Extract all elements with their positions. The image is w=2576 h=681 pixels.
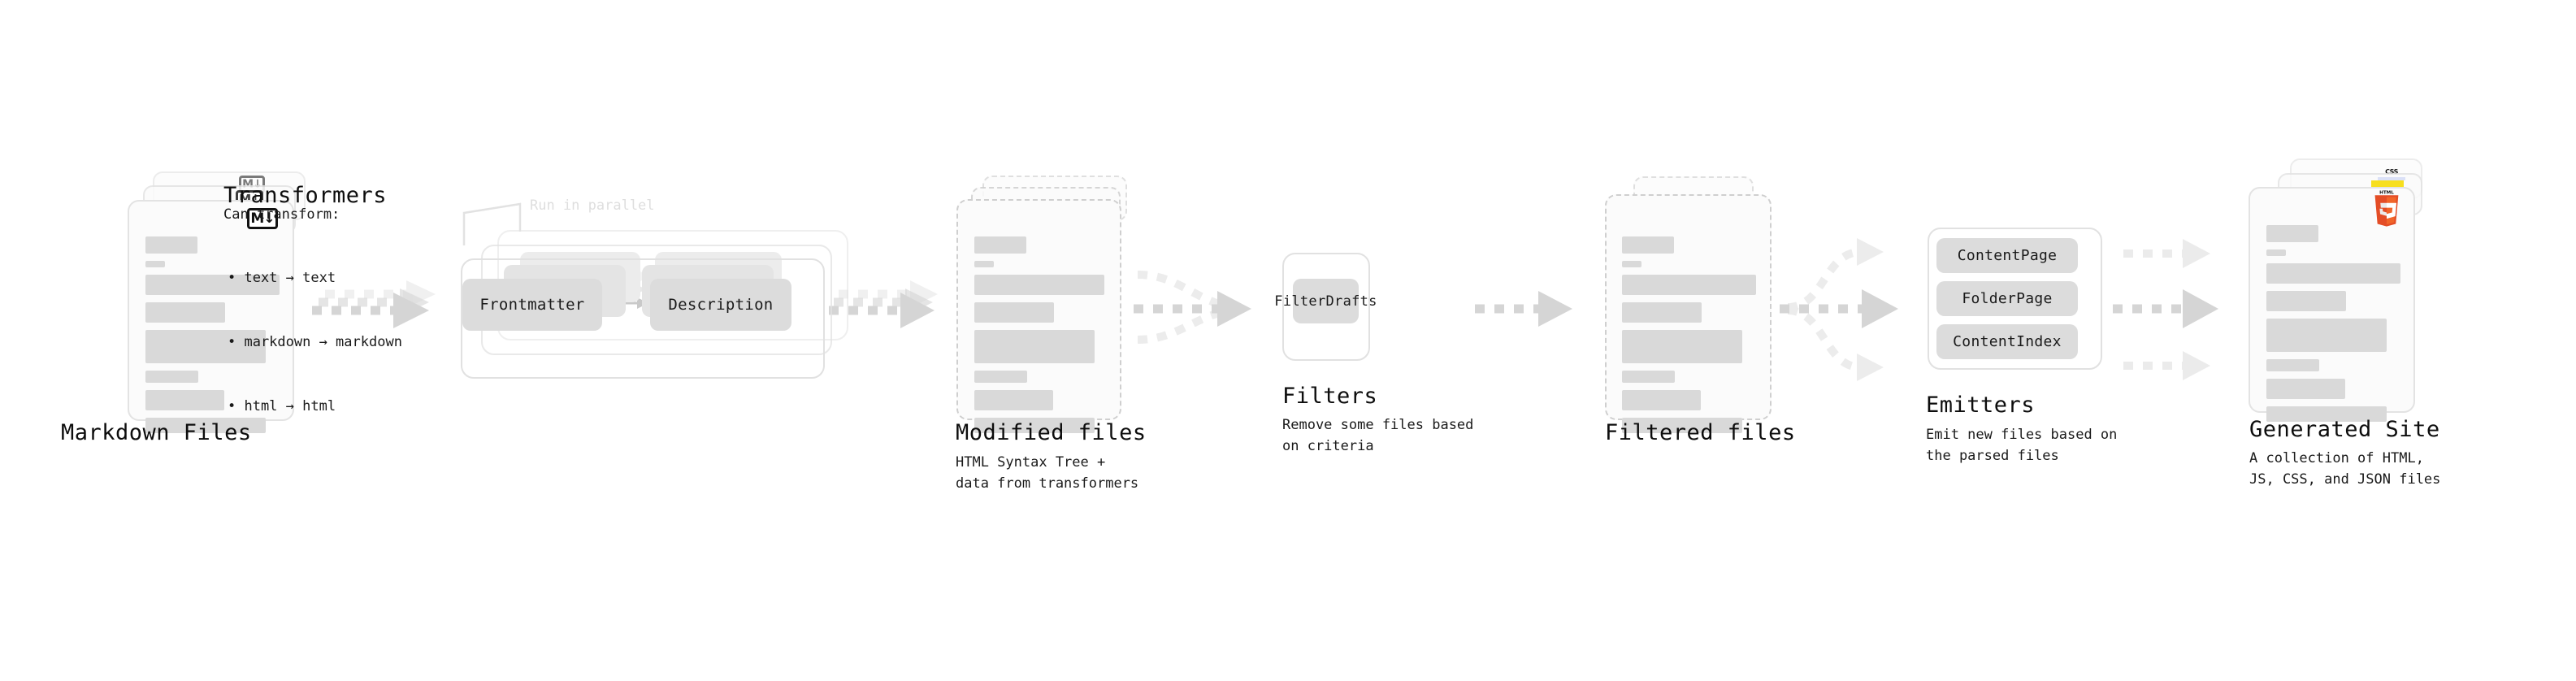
arrow-emitters-to-site xyxy=(2113,239,2218,380)
markdown-files-stack: M↓ M↓ M↓ Markdown Files xyxy=(0,0,341,488)
filters-stack: FilterDrafts Filters Remove some files b… xyxy=(0,0,1473,488)
transformers-subtitle: Can transform: xyxy=(223,206,340,223)
emitter-node-folderpage-label: FolderPage xyxy=(1962,290,2053,307)
site-skeleton-bars xyxy=(2266,225,2400,429)
markdown-skeleton-bars xyxy=(145,236,280,440)
css-icon-text: CSS xyxy=(2385,168,2398,176)
emitter-node-contentindex-label: ContentIndex xyxy=(1953,333,2062,350)
transformer-group-front xyxy=(461,258,825,379)
emitter-node-folderpage[interactable]: FolderPage xyxy=(1936,281,2078,316)
transformer-node-description[interactable]: Description xyxy=(650,279,791,331)
transformer-node-frontmatter-label: Frontmatter xyxy=(479,296,585,314)
arrow-modified-to-filters xyxy=(1134,271,1251,344)
generated-site-subtitle: A collection of HTML, JS, CSS, and JSON … xyxy=(2249,450,2441,488)
transformer-node-frontmatter[interactable]: Frontmatter xyxy=(462,279,602,331)
filtered-files-title: Filtered files xyxy=(1605,420,1796,445)
arrow-filtered-to-emitters xyxy=(1780,238,1898,381)
arrow-filters-to-filtered xyxy=(1475,291,1572,327)
markdown-badge-text: M↓ xyxy=(250,210,275,227)
emitters-stack: ContentPage FolderPage ContentIndex Emit… xyxy=(0,0,2117,488)
emitters-group-box xyxy=(1928,228,2102,370)
run-in-parallel-label: Run in parallel xyxy=(530,197,655,214)
filter-node-filterdrafts-label: FilterDrafts xyxy=(1274,293,1377,310)
filters-subtitle: Remove some files based on criteria xyxy=(1282,417,1474,455)
emitter-node-contentindex[interactable]: ContentIndex xyxy=(1936,324,2078,359)
markdown-badge-front: M↓ xyxy=(247,208,278,229)
generated-site-title: Generated Site xyxy=(2249,417,2440,442)
transformers-stack: Run in parallel Frontmatter Description … xyxy=(0,0,848,520)
emitters-title: Emitters xyxy=(1926,393,2036,418)
modified-skeleton-bars xyxy=(974,236,1108,440)
generated-site-stack: CSS HTML Generated S xyxy=(0,0,2440,504)
transformers-bullet-2: • html → html xyxy=(228,397,336,414)
filters-title: Filters xyxy=(1282,384,1378,409)
emitter-node-contentpage[interactable]: ContentPage xyxy=(1936,238,2078,273)
emitter-node-contentpage-label: ContentPage xyxy=(1957,247,2058,264)
modified-files-title: Modified files xyxy=(956,420,1147,445)
transformer-node-description-label: Description xyxy=(668,296,774,314)
html5-icon: HTML xyxy=(2374,190,2399,227)
filtered-files-stack: Filtered files xyxy=(0,0,1795,488)
filtered-skeleton-bars xyxy=(1622,236,1756,440)
filters-group-box xyxy=(1282,253,1370,361)
svg-text:HTML: HTML xyxy=(2379,190,2394,195)
transformers-bullets: • text → text • markdown → markdown • ht… xyxy=(228,224,402,460)
filter-node-filterdrafts[interactable]: FilterDrafts xyxy=(1274,279,1377,323)
transformers-title: Transformers xyxy=(223,183,388,208)
modified-files-subtitle: HTML Syntax Tree + data from transformer… xyxy=(956,454,1139,492)
emitters-subtitle: Emit new files based on the parsed files xyxy=(1926,427,2118,465)
markdown-files-title: Markdown Files xyxy=(61,420,252,445)
transformers-bullet-0: • text → text xyxy=(228,269,336,286)
modified-files-stack: Modified files HTML Syntax Tree + data f… xyxy=(0,0,1146,492)
transformers-bullet-1: • markdown → markdown xyxy=(228,333,402,350)
